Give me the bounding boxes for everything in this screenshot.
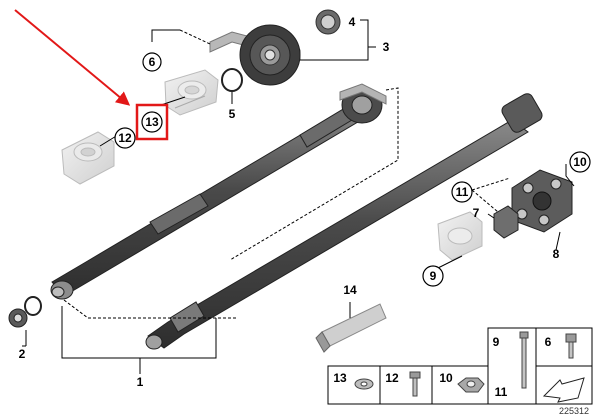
legend-cell-arrow — [535, 365, 593, 405]
svg-text:13: 13 — [333, 371, 347, 385]
diagram-id: 225312 — [559, 406, 589, 416]
upper-center-bearing — [339, 83, 387, 124]
svg-text:4: 4 — [349, 15, 356, 29]
svg-text:5: 5 — [229, 107, 236, 121]
center-bearing-assembly — [209, 24, 301, 86]
svg-text:3: 3 — [383, 40, 390, 54]
sleeve-7 — [493, 205, 519, 239]
callout-4: 4 — [349, 15, 356, 29]
callout-14: 14 — [343, 283, 357, 297]
leader-lines — [22, 19, 575, 374]
front-shaft — [50, 101, 369, 300]
snap-ring-5 — [221, 68, 243, 92]
callout-2: 2 — [19, 347, 26, 361]
flex-disc-10 — [511, 169, 573, 233]
ghost-yoke-6 — [164, 69, 219, 116]
legend-cell-13: 13 — [327, 365, 381, 405]
svg-text:12: 12 — [385, 371, 399, 385]
svg-text:9: 9 — [430, 269, 437, 283]
svg-text:8: 8 — [553, 247, 560, 261]
callout-10: 10 — [569, 151, 591, 173]
svg-text:13: 13 — [145, 115, 159, 129]
ring-2 — [8, 296, 42, 328]
callout-13-highlighted: 13 — [135, 103, 169, 141]
ghost-flange-9 — [437, 211, 483, 261]
svg-text:11: 11 — [495, 385, 508, 399]
legend-cell-12: 12 — [379, 365, 433, 405]
svg-text:6: 6 — [149, 55, 156, 69]
bearing-4 — [315, 9, 341, 35]
callout-9: 9 — [422, 265, 444, 287]
svg-text:7: 7 — [473, 206, 480, 220]
callout-1: 1 — [137, 375, 144, 389]
callout-12: 12 — [114, 127, 136, 149]
legend-cell-10: 10 — [431, 365, 491, 405]
callout-7: 7 — [473, 206, 480, 220]
legend-cell-11-9: 9 11 — [487, 327, 537, 405]
callout-8: 8 — [553, 247, 560, 261]
callout-5: 5 — [229, 107, 236, 121]
legend-cell-6: 6 — [535, 327, 593, 367]
svg-text:14: 14 — [343, 283, 357, 297]
svg-text:1: 1 — [137, 375, 144, 389]
highlight-arrow — [14, 9, 131, 106]
svg-text:10: 10 — [573, 155, 587, 169]
svg-text:6: 6 — [545, 335, 552, 349]
svg-text:2: 2 — [19, 347, 26, 361]
rear-shaft — [145, 93, 543, 350]
svg-text:9: 9 — [493, 335, 500, 349]
callout-6: 6 — [142, 52, 162, 72]
ghost-flange-12 — [61, 131, 115, 185]
svg-text:10: 10 — [439, 371, 453, 385]
grease-tube-14 — [315, 303, 387, 353]
callout-3: 3 — [383, 40, 390, 54]
svg-text:12: 12 — [118, 131, 132, 145]
callout-11: 11 — [451, 181, 473, 203]
svg-text:11: 11 — [456, 185, 469, 199]
